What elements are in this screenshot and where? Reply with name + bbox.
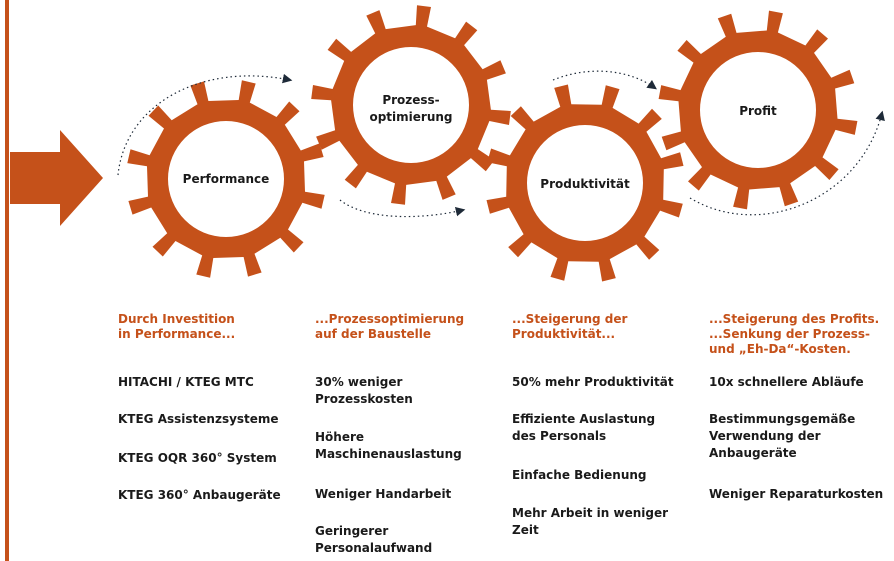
gear-label-performance: Performance (182, 172, 270, 186)
list-item: KTEG Assistenzsysteme (118, 412, 279, 426)
column-heading: ...Steigerung der Produktivität... (512, 312, 628, 341)
list-item: 30% weniger Prozesskosten (315, 375, 413, 406)
list-item: KTEG 360° Anbaugeräte (118, 488, 281, 502)
list-item: 10x schnellere Abläufe (709, 375, 864, 389)
connector-arc-4 (689, 110, 885, 216)
gear-label-profit: Profit (739, 104, 777, 118)
gear-performance-icon (127, 80, 325, 278)
gear-produktivitaet-icon (486, 84, 684, 282)
list-item: Einfache Bedienung (512, 468, 647, 482)
list-item: Höhere Maschinenauslastung (315, 430, 462, 461)
column-prozessoptimierung: ...Prozessoptimierung auf der Baustelle … (315, 312, 495, 555)
list-item: Mehr Arbeit in weniger Zeit (512, 506, 669, 537)
column-profit: ...Steigerung des Profits. ...Senkung de… (709, 312, 889, 501)
gear-prozessoptimierung-icon (311, 5, 511, 205)
gear-label-produktivitaet: Produktivität (540, 177, 630, 191)
column-heading: ...Steigerung des Profits. ...Senkung de… (709, 312, 880, 356)
gear-profit-icon (658, 10, 858, 210)
left-divider-line (5, 0, 9, 561)
list-item: KTEG OQR 360° System (118, 451, 277, 465)
column-produktivitaet: ...Steigerung der Produktivität... 50% m… (512, 312, 692, 537)
list-item: 50% mehr Produktivität (512, 375, 674, 389)
column-heading: Durch Investition in Performance... (118, 312, 236, 341)
list-item: Effiziente Auslastung des Personals (512, 412, 656, 443)
list-item: HITACHI / KTEG MTC (118, 375, 254, 389)
gear-diagram (10, 5, 885, 282)
list-item: Geringerer Personalaufwand (315, 524, 433, 555)
list-item: Weniger Reparaturkosten (709, 487, 884, 501)
entry-arrow-icon (10, 130, 103, 226)
list-item: Weniger Handarbeit (315, 487, 452, 501)
list-item: Bestimmungsgemäße Verwendung der Anbauge… (709, 412, 856, 460)
column-performance: Durch Investition in Performance... HITA… (118, 312, 298, 502)
connector-arc-3 (552, 70, 657, 90)
gear-label-prozessoptimierung: Prozess- optimierung (369, 93, 453, 124)
column-heading: ...Prozessoptimierung auf der Baustelle (315, 312, 465, 341)
